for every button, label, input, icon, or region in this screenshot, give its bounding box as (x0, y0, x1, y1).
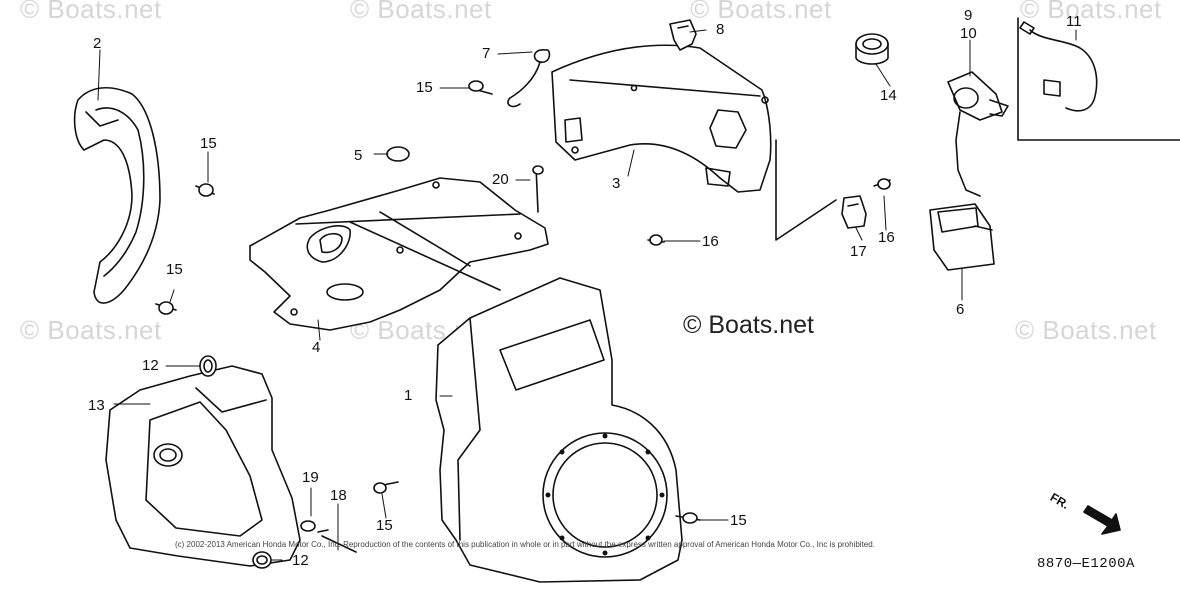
part-11-wire (1017, 17, 1180, 141)
callout-15: 15 (166, 261, 183, 278)
part-4-base-plate (249, 177, 549, 331)
callout-16: 16 (702, 233, 719, 250)
callout-15: 15 (376, 517, 393, 534)
callout-5: 5 (354, 147, 363, 164)
callout-6: 6 (956, 301, 965, 318)
part-17-bracket (775, 139, 867, 241)
part-3-upper-shroud (551, 44, 772, 193)
leader-lines (97, 29, 1077, 561)
callout-4: 4 (312, 339, 321, 356)
watermark: © Boats.net (1020, 0, 1162, 24)
callout-15: 15 (730, 512, 747, 529)
callout-15: 15 (200, 135, 217, 152)
callout-3: 3 (612, 175, 621, 192)
callout-18: 18 (330, 487, 347, 504)
part-7-spring (507, 49, 551, 108)
callout-2: 2 (93, 35, 102, 52)
callout-9: 9 (964, 7, 973, 24)
part-13-side-cover (105, 365, 301, 567)
watermark: © Boats.net (1015, 315, 1157, 345)
part-8-clip (669, 19, 697, 51)
callout-12: 12 (142, 357, 159, 374)
grommets-12 (199, 355, 272, 569)
watermark: © Boats.net (20, 315, 162, 345)
watermark: © Boats.net (690, 0, 832, 24)
part-2-side-shroud (73, 87, 161, 304)
callout-7: 7 (482, 45, 491, 62)
copyright-watermark: © Boats.net (683, 311, 814, 339)
part-6-module (929, 203, 995, 271)
figure-code: 8870—E1200A (1037, 556, 1135, 572)
callout-20: 20 (492, 171, 509, 188)
bolts (155, 80, 891, 553)
callout-11: 11 (1066, 13, 1082, 30)
callout-13: 13 (88, 397, 105, 414)
fr-arrow-icon (1083, 505, 1121, 535)
part-1-fan-cover (435, 277, 683, 583)
part-14-grommet (855, 33, 889, 65)
callout-19: 19 (302, 469, 319, 486)
callout-14: 14 (880, 87, 897, 104)
watermark: © Boats.net (350, 0, 492, 24)
callout-10: 10 (960, 25, 977, 42)
callout-12: 12 (292, 552, 309, 569)
callout-15: 15 (416, 79, 433, 96)
callout-1: 1 (404, 387, 413, 404)
callout-17: 17 (850, 243, 867, 260)
copyright-footer: (c) 2002-2013 American Honda Motor Co., … (175, 540, 875, 549)
watermark: © Boats.net (20, 0, 162, 24)
callout-16: 16 (878, 229, 895, 246)
callout-8: 8 (716, 21, 725, 38)
part-10-switch (947, 71, 1009, 197)
